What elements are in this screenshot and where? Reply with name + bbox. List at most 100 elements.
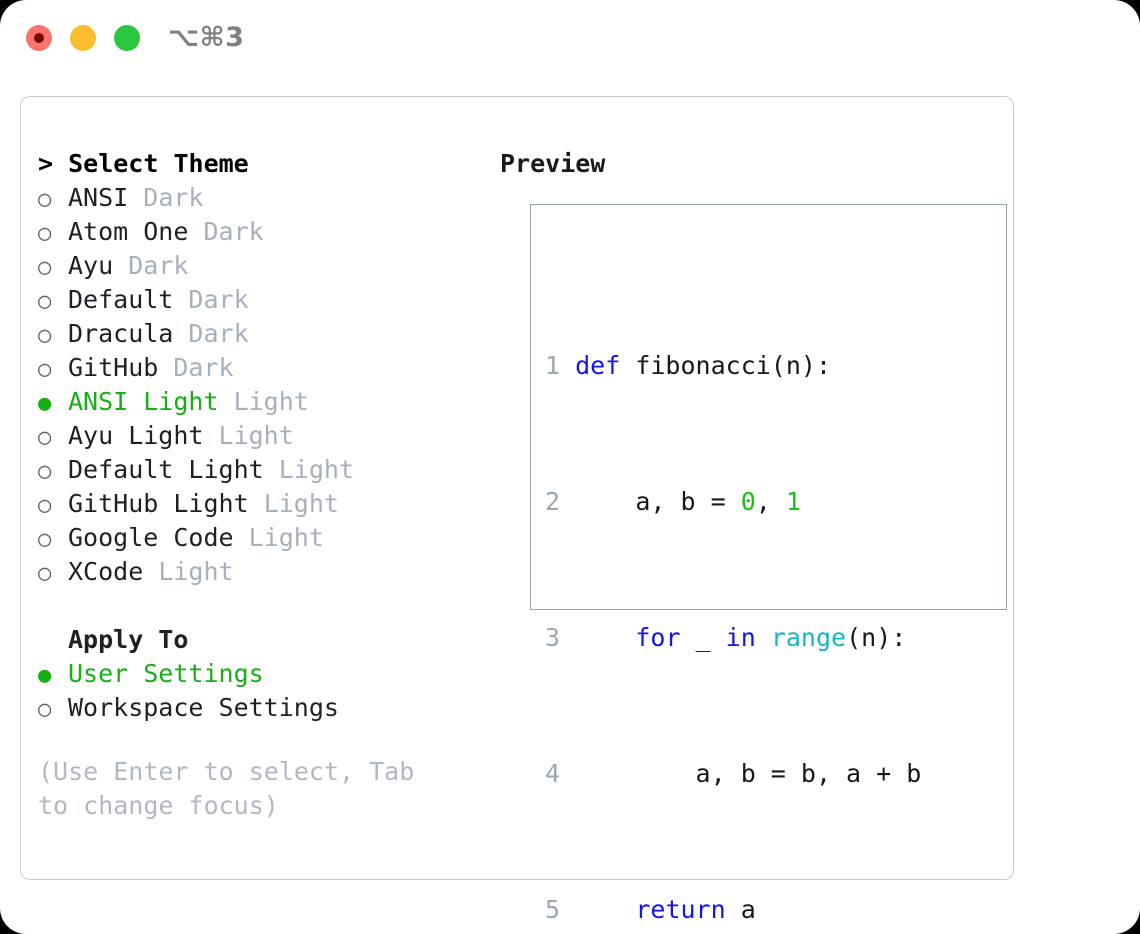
- theme-list-column: > Select Theme ○ ANSI Dark ○ Atom One Da…: [38, 147, 488, 823]
- radio-unselected-icon[interactable]: ○: [38, 459, 52, 484]
- apply-to-item[interactable]: ○ Workspace Settings: [38, 691, 488, 725]
- theme-name: Dracula: [68, 319, 174, 348]
- apply-to-option-label: User Settings: [68, 659, 264, 688]
- theme-gap: [158, 351, 173, 385]
- code-token: def: [575, 351, 621, 380]
- radio-unselected-icon[interactable]: ○: [38, 425, 52, 450]
- code-gap: [560, 623, 575, 652]
- code-token: [575, 623, 635, 652]
- radio-unselected-icon[interactable]: ○: [38, 697, 52, 722]
- theme-gap: [264, 453, 279, 487]
- code-gap: [560, 895, 575, 924]
- theme-name: Atom One: [68, 217, 189, 246]
- maximize-button-icon[interactable]: [114, 25, 140, 51]
- theme-gap: [203, 419, 218, 453]
- line-number: 5: [545, 895, 561, 924]
- code-gap: [560, 487, 575, 516]
- code-token: in: [725, 623, 756, 652]
- radio-selected-icon[interactable]: ●: [38, 391, 52, 416]
- radio-unselected-icon[interactable]: ○: [38, 289, 52, 314]
- radio-selected-icon[interactable]: ●: [38, 663, 52, 688]
- radio-unselected-icon[interactable]: ○: [38, 527, 52, 552]
- theme-gap: [219, 385, 234, 419]
- theme-category: Dark: [128, 251, 189, 280]
- keyboard-shortcut-label: ⌥⌘3: [168, 22, 245, 53]
- theme-list-item[interactable]: ○ GitHub Dark: [38, 351, 488, 385]
- code-token: a, b = b, a + b: [575, 759, 922, 788]
- code-line: 2 a, b = 0, 1: [545, 485, 966, 519]
- theme-gap: [249, 487, 264, 521]
- theme-category: Dark: [188, 319, 249, 348]
- preview-heading: Preview: [500, 149, 606, 178]
- minimize-button-icon[interactable]: [70, 25, 96, 51]
- panel-columns: > Select Theme ○ ANSI Dark ○ Atom One Da…: [21, 97, 1013, 924]
- theme-name: Default: [68, 285, 174, 314]
- theme-list-item[interactable]: ○ Google Code Light: [38, 521, 488, 555]
- theme-list-item-selected[interactable]: ● ANSI Light Light: [38, 385, 488, 419]
- theme-name: XCode: [68, 557, 144, 586]
- theme-name: ANSI: [68, 183, 129, 212]
- theme-list-item[interactable]: ○ Default Dark: [38, 283, 488, 317]
- apply-to-heading: ○ Apply To: [38, 623, 488, 657]
- code-token: a, b =: [575, 487, 741, 516]
- code-preview: 1 def fibonacci(n): 2 a, b = 0, 1 3 for …: [545, 247, 966, 934]
- code-token: [575, 895, 635, 924]
- code-line: 5 return a: [545, 893, 966, 927]
- theme-category: Light: [233, 387, 309, 416]
- theme-category: Dark: [173, 353, 234, 382]
- code-token: range: [770, 623, 847, 652]
- theme-gap: [234, 521, 249, 555]
- preview-column: Preview 1 def fibonacci(n): 2 a, b = 0, …: [500, 147, 1007, 924]
- radio-unselected-icon[interactable]: ○: [38, 561, 52, 586]
- theme-list-item[interactable]: ○ ANSI Dark: [38, 181, 488, 215]
- theme-name: GitHub: [68, 353, 159, 382]
- select-theme-heading: > Select Theme: [38, 149, 249, 178]
- theme-gap: [113, 249, 128, 283]
- theme-name: ANSI Light: [68, 387, 219, 416]
- theme-list-item[interactable]: ○ Default Light Light: [38, 453, 488, 487]
- close-button-icon[interactable]: [26, 25, 52, 51]
- theme-gap: [128, 181, 143, 215]
- line-number: 4: [545, 759, 561, 788]
- radio-unselected-icon[interactable]: ○: [38, 221, 52, 246]
- radio-unselected-icon[interactable]: ○: [38, 357, 52, 382]
- theme-list-item[interactable]: ○ XCode Light: [38, 555, 488, 589]
- theme-list[interactable]: ○ ANSI Dark ○ Atom One Dark ○ Ayu: [38, 181, 488, 589]
- theme-category: Light: [158, 557, 234, 586]
- theme-list-item[interactable]: ○ Dracula Dark: [38, 317, 488, 351]
- apply-to-list[interactable]: ● User Settings ○ Workspace Settings: [38, 657, 488, 725]
- theme-gap: [173, 317, 188, 351]
- radio-unselected-icon[interactable]: ○: [38, 255, 52, 280]
- apply-to-indent: ○: [38, 623, 68, 657]
- theme-name: Ayu Light: [68, 421, 204, 450]
- code-token: for: [635, 623, 681, 652]
- code-token: _: [680, 623, 726, 652]
- theme-name: Default Light: [68, 455, 264, 484]
- title-bar: ⌥⌘3: [0, 0, 1140, 78]
- code-token: (n):: [846, 623, 907, 652]
- theme-gap: [173, 283, 188, 317]
- theme-category: Dark: [188, 285, 249, 314]
- theme-name: Ayu: [68, 251, 114, 280]
- code-token: ,: [755, 487, 786, 516]
- theme-name: Google Code: [68, 523, 234, 552]
- radio-unselected-icon[interactable]: ○: [38, 187, 52, 212]
- code-token: [756, 623, 771, 652]
- theme-category: Light: [278, 455, 354, 484]
- apply-to-item-selected[interactable]: ● User Settings: [38, 657, 488, 691]
- code-token: fibonacci(n):: [620, 351, 831, 380]
- code-line: 3 for _ in range(n):: [545, 621, 966, 655]
- theme-list-item[interactable]: ○ Ayu Light Light: [38, 419, 488, 453]
- theme-list-item[interactable]: ○ Atom One Dark: [38, 215, 488, 249]
- radio-unselected-icon[interactable]: ○: [38, 323, 52, 348]
- apply-to-option-label: Workspace Settings: [68, 693, 339, 722]
- radio-unselected-icon[interactable]: ○: [38, 493, 52, 518]
- theme-list-item[interactable]: ○ GitHub Light Light: [38, 487, 488, 521]
- code-token: return: [635, 895, 726, 924]
- line-number: 3: [545, 623, 561, 652]
- preview-panel: 1 def fibonacci(n): 2 a, b = 0, 1 3 for …: [530, 204, 1007, 924]
- section-spacer: [38, 589, 488, 623]
- theme-category: Light: [263, 489, 339, 518]
- theme-list-item[interactable]: ○ Ayu Dark: [38, 249, 488, 283]
